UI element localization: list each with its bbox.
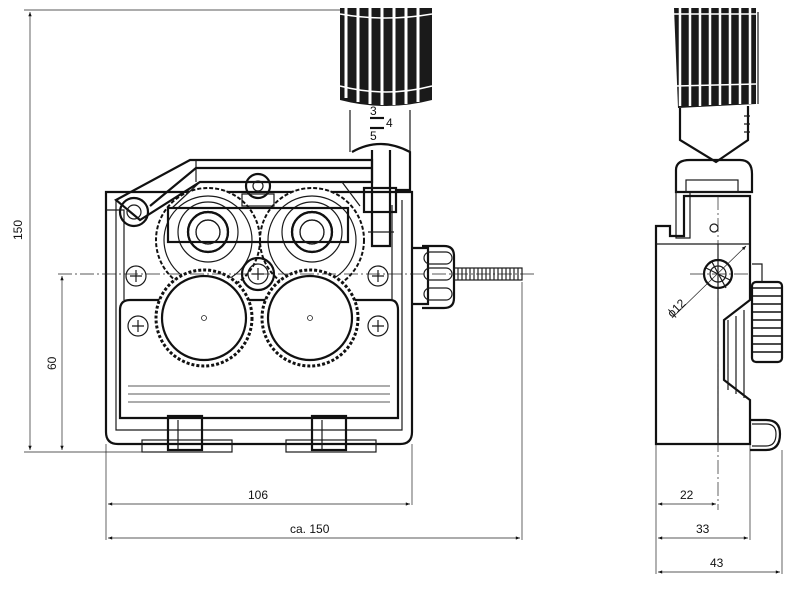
tension-knob xyxy=(339,8,433,106)
front-view: 3 4 5 xyxy=(58,8,536,453)
side-dimensions: 22 33 43 xyxy=(655,444,783,574)
side-knob xyxy=(674,8,756,108)
side-view: ϕ12 xyxy=(654,8,784,510)
foot-left xyxy=(141,439,233,453)
dim-side-43-label: 43 xyxy=(710,556,724,570)
dim-side-22-label: 22 xyxy=(680,488,694,502)
dim-width-total-label: ca. 150 xyxy=(290,522,330,536)
feed-rolls xyxy=(154,268,360,368)
screws xyxy=(125,265,389,337)
dim-side-33-label: 33 xyxy=(696,522,710,536)
dim-height-total-label: 150 xyxy=(11,220,25,240)
dim-height-axis-label: 60 xyxy=(45,356,59,370)
foot-right xyxy=(285,439,377,453)
dim-diameter-label: ϕ12 xyxy=(664,296,688,320)
dim-width-body-label: 106 xyxy=(248,488,268,502)
pivot-pin xyxy=(118,196,150,228)
upper-gears xyxy=(155,187,365,293)
housing-inner-outline xyxy=(115,200,403,431)
tension-spindle xyxy=(370,150,392,248)
housing-outline xyxy=(104,190,414,446)
knob-scale-5: 5 xyxy=(370,129,377,143)
knob-scale-4: 4 xyxy=(386,116,393,130)
base-plate xyxy=(118,298,400,420)
front-dimensions: 150 60 106 ca. 150 xyxy=(11,9,523,540)
knob-scale-3: 3 xyxy=(370,104,377,118)
wire-inlet-guide xyxy=(412,244,523,310)
